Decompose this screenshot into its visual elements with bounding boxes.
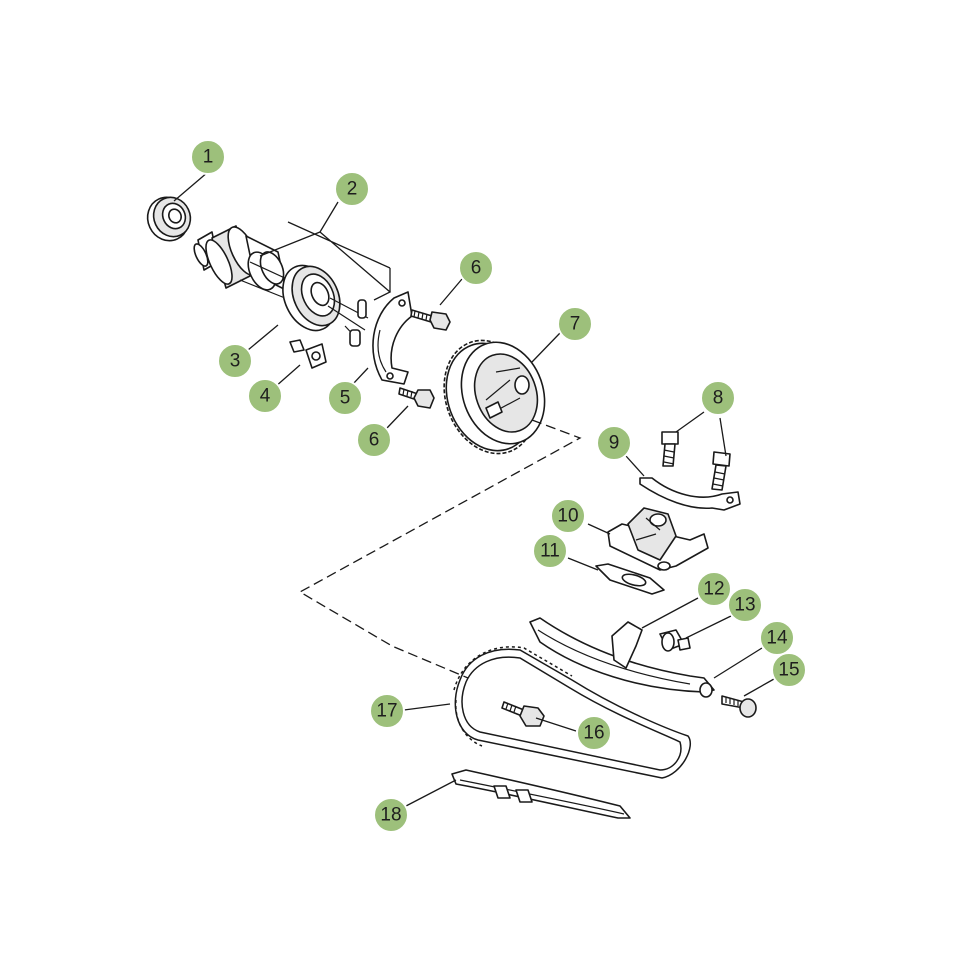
callout-badge-9: 9 (596, 425, 632, 461)
callout-badge-13: 13 (727, 587, 763, 623)
callout-badge-11: 11 (532, 533, 568, 569)
badge-label: 7 (570, 314, 581, 335)
camshaft-bearing-part (282, 264, 369, 347)
dowel-pin-part (289, 339, 327, 369)
guide-bolt-part (501, 701, 545, 727)
tensioner-bolt-right-part (711, 451, 731, 491)
pivot-bush-part (659, 629, 691, 652)
timing-chain-part (453, 646, 691, 779)
badge-label: 4 (260, 386, 271, 407)
callout-badge-6-lower: 6 (356, 422, 392, 458)
callout-badge-14: 14 (759, 620, 795, 656)
badge-circle (550, 498, 586, 534)
badge-label: 3 (230, 351, 241, 372)
callout-badge-12: 12 (696, 571, 732, 607)
badge-circle (327, 380, 363, 416)
camshaft-part (193, 225, 301, 301)
badge-label: 17 (376, 701, 397, 722)
callout-badge-18: 18 (373, 797, 409, 833)
callout-badge-2: 2 (334, 171, 370, 207)
thrust-plate-part (372, 291, 413, 385)
badge-label: 8 (713, 388, 724, 409)
badge-label: 11 (540, 541, 560, 562)
badge-circle (771, 652, 807, 688)
badge-label: 2 (347, 179, 358, 200)
plate-bolt-lower-part (398, 387, 435, 409)
chain-tensioner-part (607, 507, 709, 571)
tensioner-gasket-part (639, 477, 741, 511)
badge-circle (696, 571, 732, 607)
callout-badge-5: 5 (327, 380, 363, 416)
badge-label: 16 (583, 723, 604, 744)
badge-circle (334, 171, 370, 207)
badge-label: 13 (734, 595, 755, 616)
chain-guide-part (451, 769, 631, 819)
callout-badge-15: 15 (771, 652, 807, 688)
badge-circle (190, 139, 226, 175)
badge-circle (369, 693, 405, 729)
leader-lines (173, 171, 775, 807)
bearing-part (146, 196, 192, 242)
badge-circle (458, 250, 494, 286)
assembly-dash-line (298, 419, 582, 679)
callout-badge-10: 10 (550, 498, 586, 534)
badge-label: 1 (203, 147, 214, 168)
badge-circle (557, 306, 593, 342)
tensioner-bolt-left-part (661, 431, 679, 467)
callout-badge-17: 17 (369, 693, 405, 729)
badge-circle (247, 378, 283, 414)
badge-circle (532, 533, 568, 569)
tensioner-rail-part (529, 617, 715, 693)
badge-circle (356, 422, 392, 458)
badge-circle (373, 797, 409, 833)
badge-circle (217, 343, 253, 379)
badge-circle (759, 620, 795, 656)
callout-badge-16: 16 (576, 715, 612, 751)
badge-circle (596, 425, 632, 461)
badge-label: 5 (340, 388, 351, 409)
callout-badge-1: 1 (190, 139, 226, 175)
badge-label: 14 (766, 628, 788, 649)
camshaft-sprocket-part (443, 339, 546, 455)
badge-label: 18 (380, 805, 401, 826)
badge-label: 12 (703, 579, 724, 600)
badge-circle (727, 587, 763, 623)
badge-label: 9 (609, 433, 620, 454)
badge-circle (700, 380, 736, 416)
badge-label: 10 (557, 506, 578, 527)
callout-badge-7: 7 (557, 306, 593, 342)
callout-badge-6-upper: 6 (458, 250, 494, 286)
badge-label: 15 (778, 660, 799, 681)
rail-bolt-part (699, 682, 757, 718)
plate-bolt-upper-part (410, 309, 451, 331)
callout-badge-3: 3 (217, 343, 253, 379)
callout-badge-8: 8 (700, 380, 736, 416)
tensioner-seal-part (595, 563, 665, 595)
callout-badge-4: 4 (247, 378, 283, 414)
badge-label: 6 (471, 258, 482, 279)
badge-circle (576, 715, 612, 751)
badge-label: 6 (369, 430, 380, 451)
